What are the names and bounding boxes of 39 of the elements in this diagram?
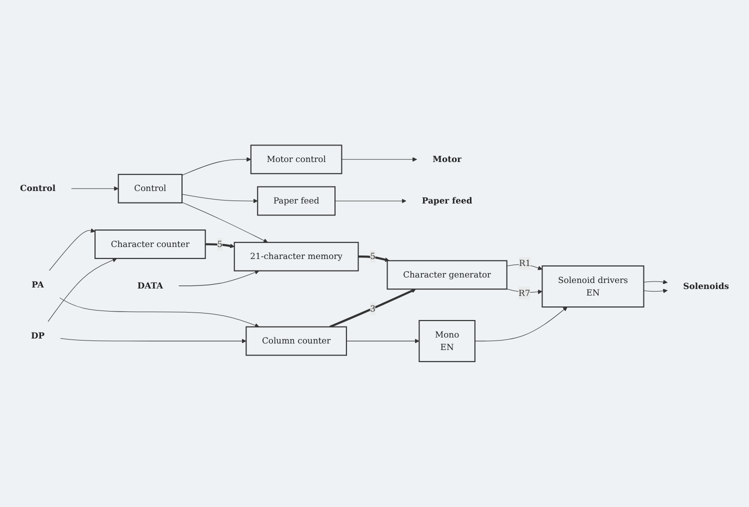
arrow <box>205 243 235 248</box>
arrow <box>182 202 268 243</box>
node-box: Column counter <box>246 326 347 356</box>
arrow <box>358 256 390 262</box>
edge-label: 5 <box>217 239 223 250</box>
arrow <box>474 306 568 342</box>
node-text: Paper feed <box>422 196 472 206</box>
arrow <box>182 157 252 176</box>
node-text: Solenoids <box>683 281 729 292</box>
node-text: DP <box>30 330 45 341</box>
edge-label: R1 <box>519 258 531 268</box>
arrow <box>60 338 246 344</box>
edge-label: 3 <box>370 304 376 314</box>
arrow <box>643 288 668 294</box>
arrow <box>59 298 260 328</box>
arrow <box>346 338 420 344</box>
node-text: Control <box>20 183 56 194</box>
node-box: Character counter <box>94 230 206 260</box>
arrow <box>341 157 418 162</box>
node-box: Motor control <box>250 144 342 174</box>
arrow <box>329 288 416 328</box>
arrow <box>71 186 119 192</box>
node-box: 21-character memory <box>234 242 359 272</box>
node-text: PA <box>32 280 44 290</box>
edge-label: 5 <box>370 251 376 262</box>
node-box: Paper feed <box>257 186 336 216</box>
arrow <box>178 270 260 286</box>
node-text: DATA <box>137 280 164 291</box>
node-box: Character generator <box>386 260 508 290</box>
arrow <box>334 198 406 204</box>
arrow <box>48 258 118 322</box>
arrow <box>49 228 96 271</box>
node-box: Mono EN <box>418 320 476 362</box>
node-box: Control <box>118 174 183 204</box>
node-box: Solenoid drivers EN <box>542 266 644 308</box>
edge-label: R7 <box>518 288 530 298</box>
node-text: Motor <box>432 154 462 164</box>
arrow <box>643 280 668 284</box>
arrow <box>182 194 258 204</box>
